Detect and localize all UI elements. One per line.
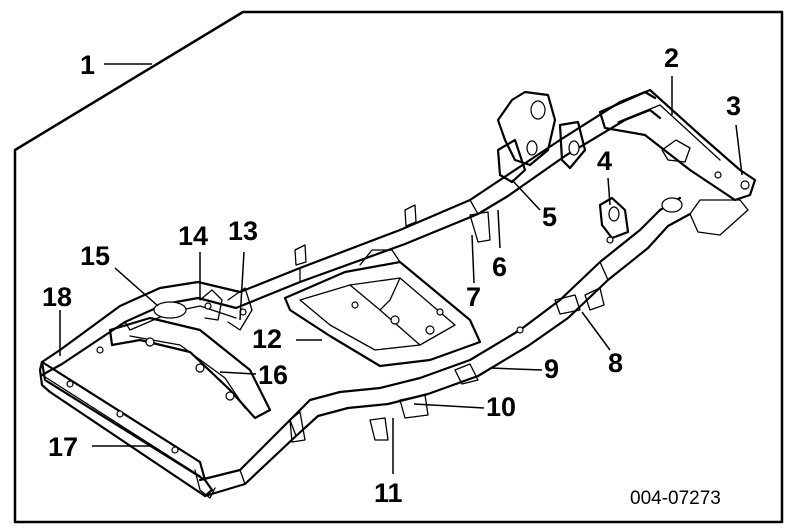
callout-13: 13 (228, 216, 258, 246)
callout-6: 6 (492, 252, 507, 282)
rear-crossmember (598, 88, 757, 236)
callout-18: 18 (42, 282, 72, 312)
diagram-border (13, 10, 784, 524)
callout-11: 11 (374, 478, 403, 508)
chassis-frame (38, 88, 757, 499)
callout-labels: 1 2 3 4 5 6 7 8 9 10 11 12 13 14 15 16 1… (42, 43, 741, 508)
spring-hangers (469, 90, 630, 243)
callout-15: 15 (80, 241, 110, 271)
callout-17: 17 (48, 432, 78, 462)
center-crossmember (283, 249, 482, 368)
callout-16: 16 (258, 360, 288, 390)
rail-brackets (96, 204, 614, 443)
callout-4: 4 (597, 146, 612, 176)
front-crossmember (38, 360, 216, 499)
leader-lines (59, 63, 743, 474)
callout-5: 5 (542, 202, 557, 232)
callout-3: 3 (726, 91, 741, 121)
callout-14: 14 (178, 221, 208, 251)
left-side-rail (40, 90, 662, 377)
callout-12: 12 (252, 324, 282, 354)
callout-10: 10 (486, 392, 516, 422)
figure-code: 004-07273 (630, 488, 721, 509)
callout-1: 1 (80, 50, 95, 80)
callout-2: 2 (664, 43, 679, 73)
front-suspension-crossmember (108, 287, 272, 420)
callout-8: 8 (608, 348, 623, 378)
callout-7: 7 (466, 282, 481, 312)
callout-9: 9 (544, 354, 559, 384)
